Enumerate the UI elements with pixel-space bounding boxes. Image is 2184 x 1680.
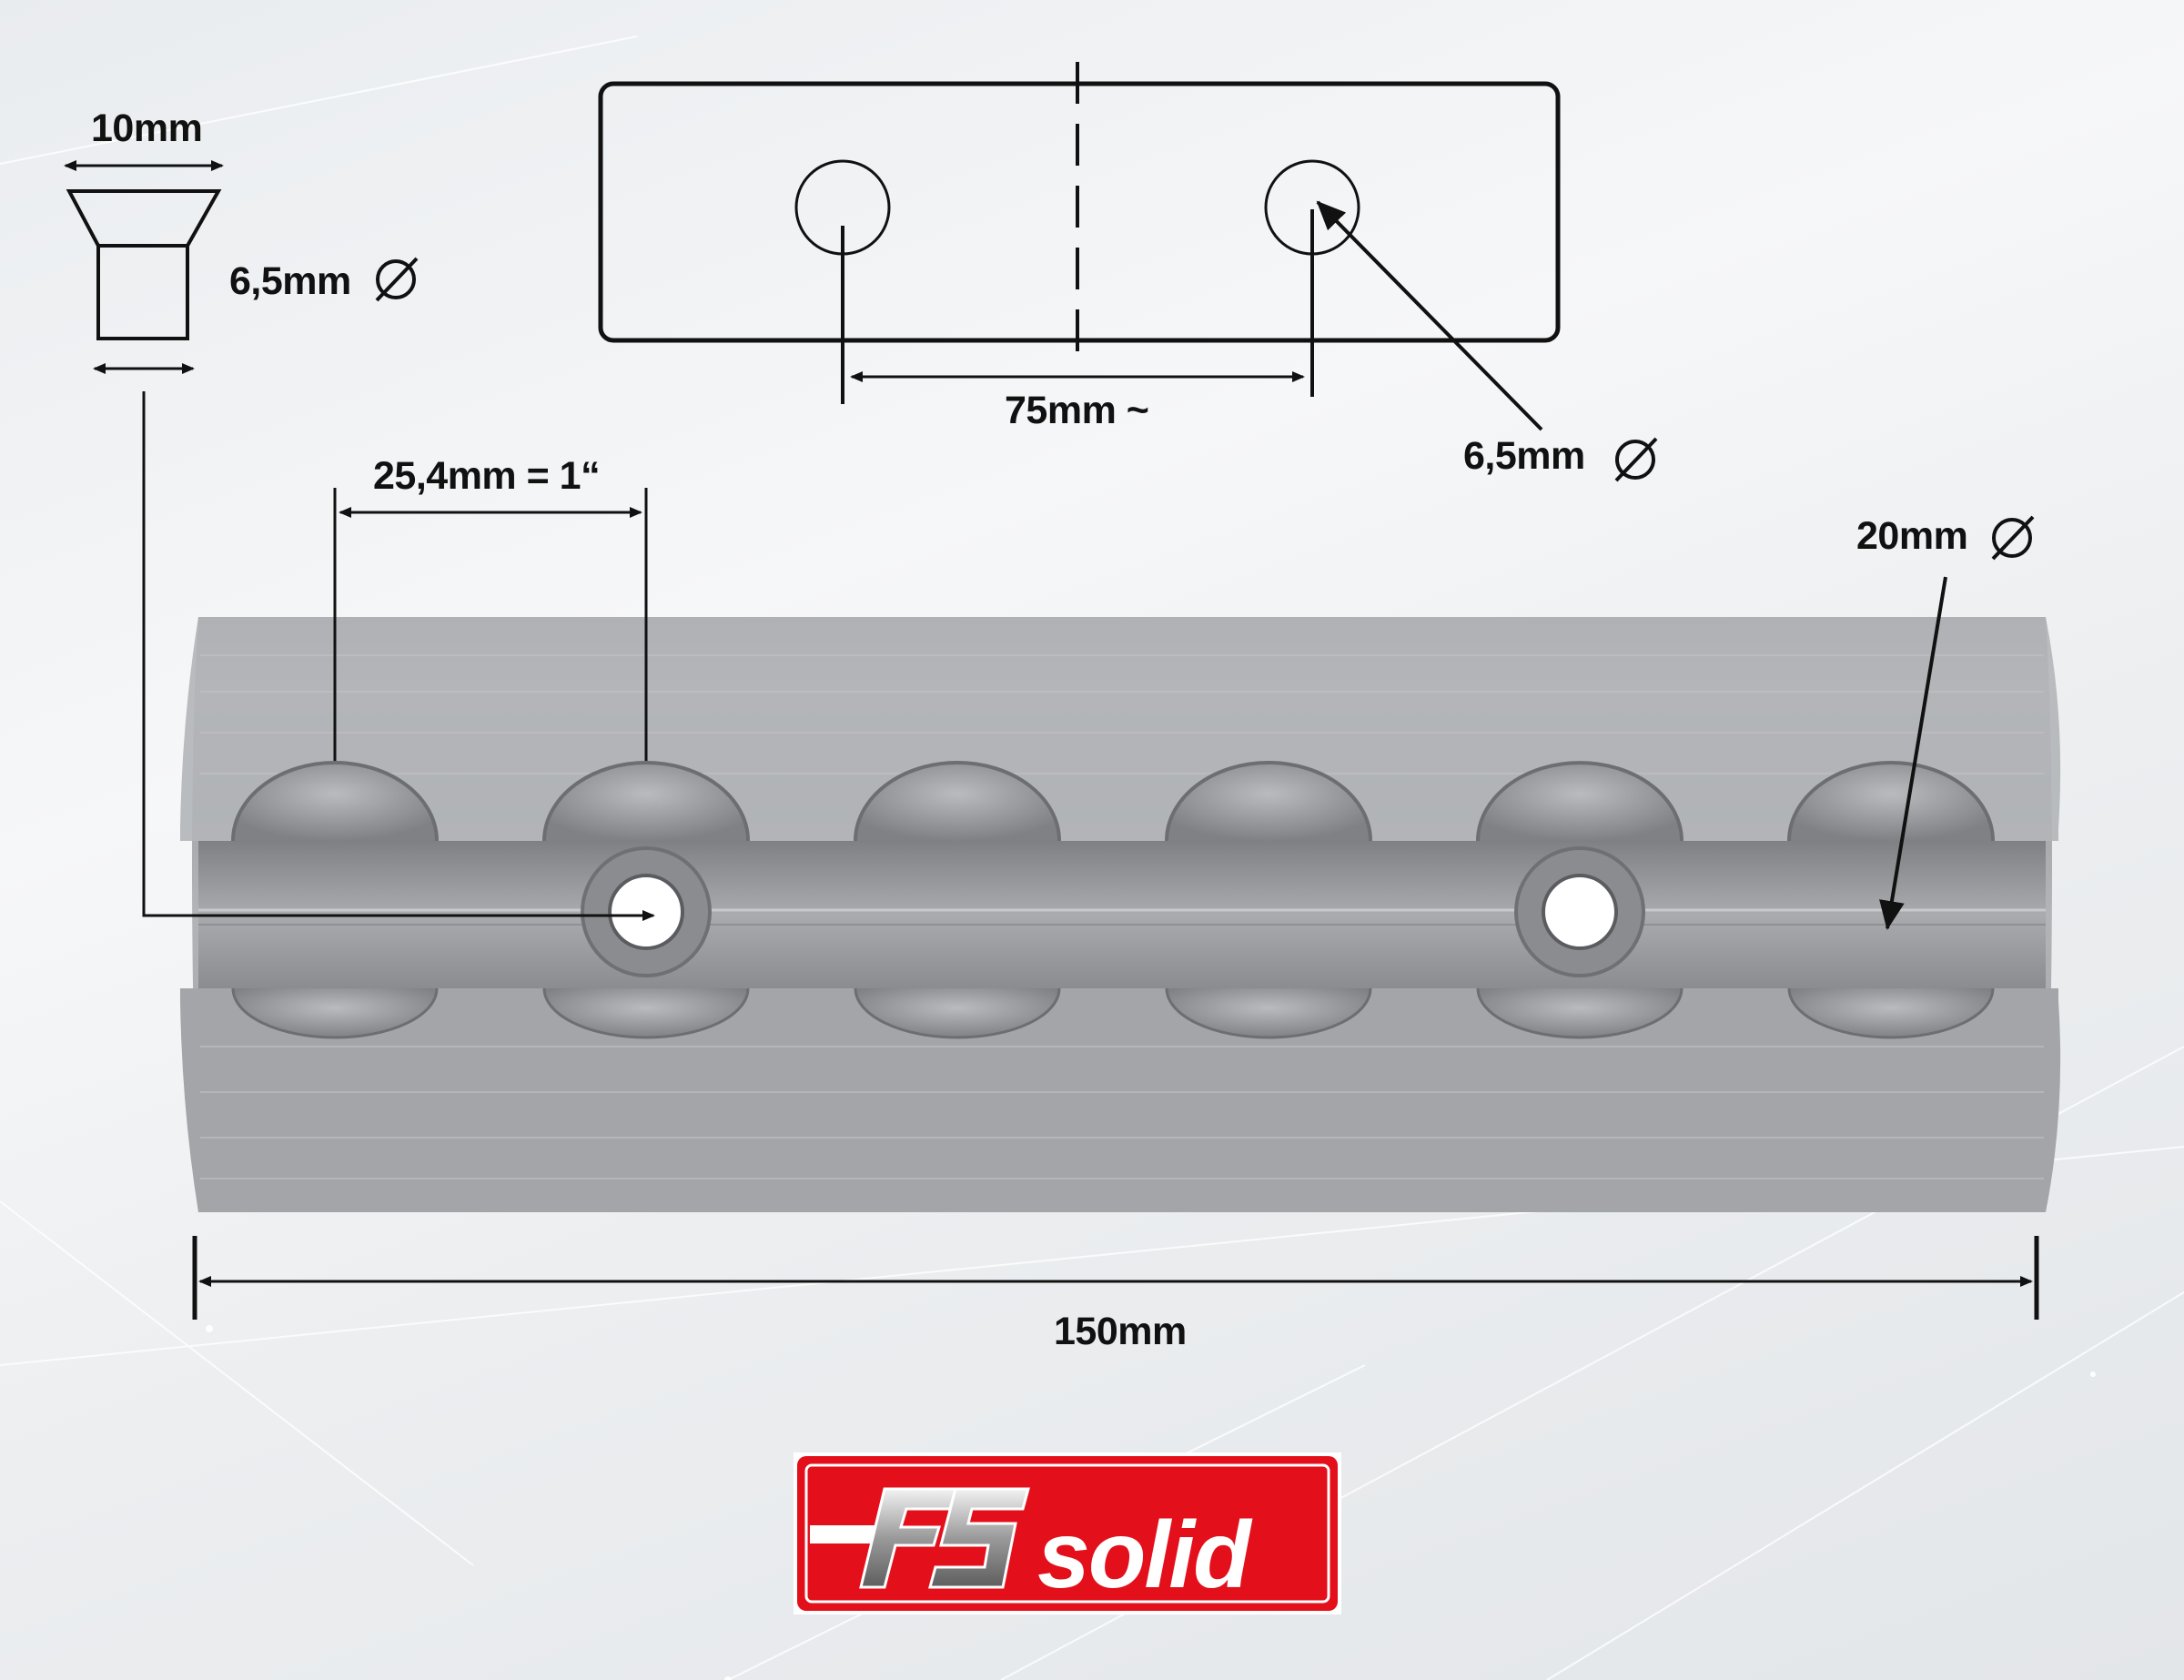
rail-pocket-bottom bbox=[233, 988, 437, 1037]
airline-rail bbox=[180, 617, 2061, 1212]
top-view-plate bbox=[598, 62, 1561, 404]
screw-profile bbox=[66, 189, 222, 340]
rail-pocket-edge bbox=[1787, 761, 1995, 842]
rail-pocket-edge bbox=[1787, 987, 1995, 1039]
rail-pocket-edge bbox=[542, 761, 750, 842]
rail-pocket-top bbox=[1478, 763, 1682, 841]
rail-pocket-edge bbox=[231, 987, 439, 1039]
rail-pocket-edge bbox=[1165, 987, 1372, 1039]
rail-pocket-edge bbox=[1476, 987, 1684, 1039]
hole-diameter-leader bbox=[1316, 200, 1543, 431]
rail-pocket-top bbox=[233, 763, 437, 841]
screw-diameter-label: 6,5mm bbox=[229, 259, 351, 303]
screw-leader-line bbox=[142, 391, 655, 921]
rail-length-label: 150mm bbox=[1054, 1310, 1187, 1353]
rail-diameter-label: 20mm bbox=[1856, 514, 1968, 558]
rail-pocket-top bbox=[855, 763, 1059, 841]
rail-pocket-edge bbox=[542, 987, 750, 1039]
screw-head-width-label: 10mm bbox=[91, 106, 203, 150]
rail-pocket-bottom bbox=[855, 988, 1059, 1037]
mounting-hole bbox=[608, 874, 684, 950]
rail-pocket-edge bbox=[1476, 761, 1684, 842]
rail-pocket-edge bbox=[854, 987, 1061, 1039]
rail-pocket-bottom bbox=[544, 988, 748, 1037]
rail-pocket-edge bbox=[854, 761, 1061, 842]
rail-pocket-top bbox=[1167, 763, 1370, 841]
fs-solid-logo: solid bbox=[794, 1452, 1341, 1614]
hole-diameter-label: 6,5mm bbox=[1463, 434, 1585, 478]
pitch-label: 25,4mm = 1“ bbox=[373, 454, 601, 498]
rail-pocket-bottom bbox=[1478, 988, 1682, 1037]
fs-monogram-icon bbox=[810, 1487, 1030, 1589]
rail-pocket-edge bbox=[1165, 761, 1372, 842]
rail-pocket-top bbox=[1789, 763, 1993, 841]
diameter-symbol-icon bbox=[1991, 515, 2035, 561]
mounting-hole bbox=[1542, 874, 1618, 950]
diameter-symbol-icon bbox=[375, 257, 419, 302]
diameter-symbol-icon bbox=[1614, 437, 1658, 482]
rail-pocket-edge bbox=[231, 761, 439, 842]
rail-pocket-top bbox=[544, 763, 748, 841]
rail-diameter-leader bbox=[1879, 576, 1947, 930]
hole-spacing-label: 75mm ~ bbox=[1005, 389, 1149, 432]
logo-text: solid bbox=[1037, 1503, 1253, 1608]
rail-pocket-bottom bbox=[1789, 988, 1993, 1037]
rail-pocket-bottom bbox=[1167, 988, 1370, 1037]
